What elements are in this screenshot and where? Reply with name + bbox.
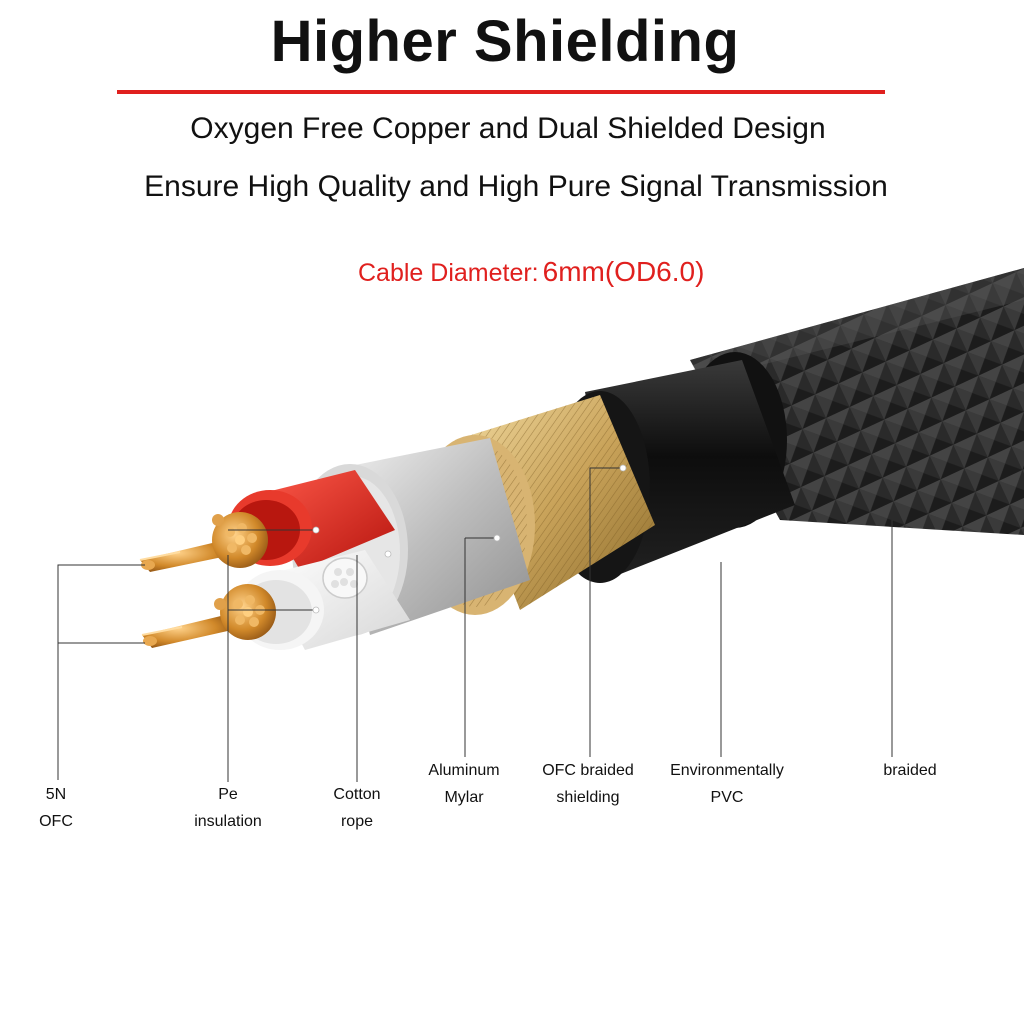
title-underline bbox=[117, 90, 885, 94]
callout-dot-shield bbox=[619, 464, 627, 472]
leader-lines bbox=[57, 467, 893, 782]
callout-dots bbox=[312, 464, 627, 614]
label-5n-ofc: 5N OFC bbox=[39, 786, 73, 830]
label-aluminum-mylar: Aluminum Mylar bbox=[428, 762, 500, 806]
subtitle-line-1: Oxygen Free Copper and Dual Shielded Des… bbox=[190, 112, 826, 145]
leader-line-5n-ofc bbox=[57, 564, 145, 780]
callout-dot-mylar bbox=[493, 534, 501, 542]
cable-diameter: Cable Diameter:6mm(OD6.0) bbox=[358, 256, 704, 288]
label-braided: braided bbox=[883, 762, 937, 779]
lower-copper-conductor bbox=[141, 584, 276, 648]
cotton-rope-filler bbox=[322, 557, 368, 599]
cable-diameter-label: Cable Diameter: bbox=[358, 259, 539, 287]
leader-line-ofc-shield bbox=[589, 467, 622, 757]
cable-diameter-value: 6mm(OD6.0) bbox=[542, 256, 705, 287]
callout-dot-white bbox=[312, 606, 320, 614]
subtitle-line-2: Ensure High Quality and High Pure Signal… bbox=[144, 170, 888, 203]
page-title: Higher Shielding bbox=[270, 9, 740, 74]
label-environmentally-pvc: Environmentally PVC bbox=[670, 762, 784, 806]
label-cotton-rope: Cotton rope bbox=[333, 786, 381, 830]
callout-dot-red bbox=[312, 526, 320, 534]
label-ofc-braided-shielding: OFC braided shielding bbox=[542, 762, 634, 806]
upper-copper-conductor bbox=[139, 512, 268, 572]
callout-dot-cotton bbox=[384, 550, 392, 558]
label-pe-insulation: Pe insulation bbox=[194, 786, 262, 830]
